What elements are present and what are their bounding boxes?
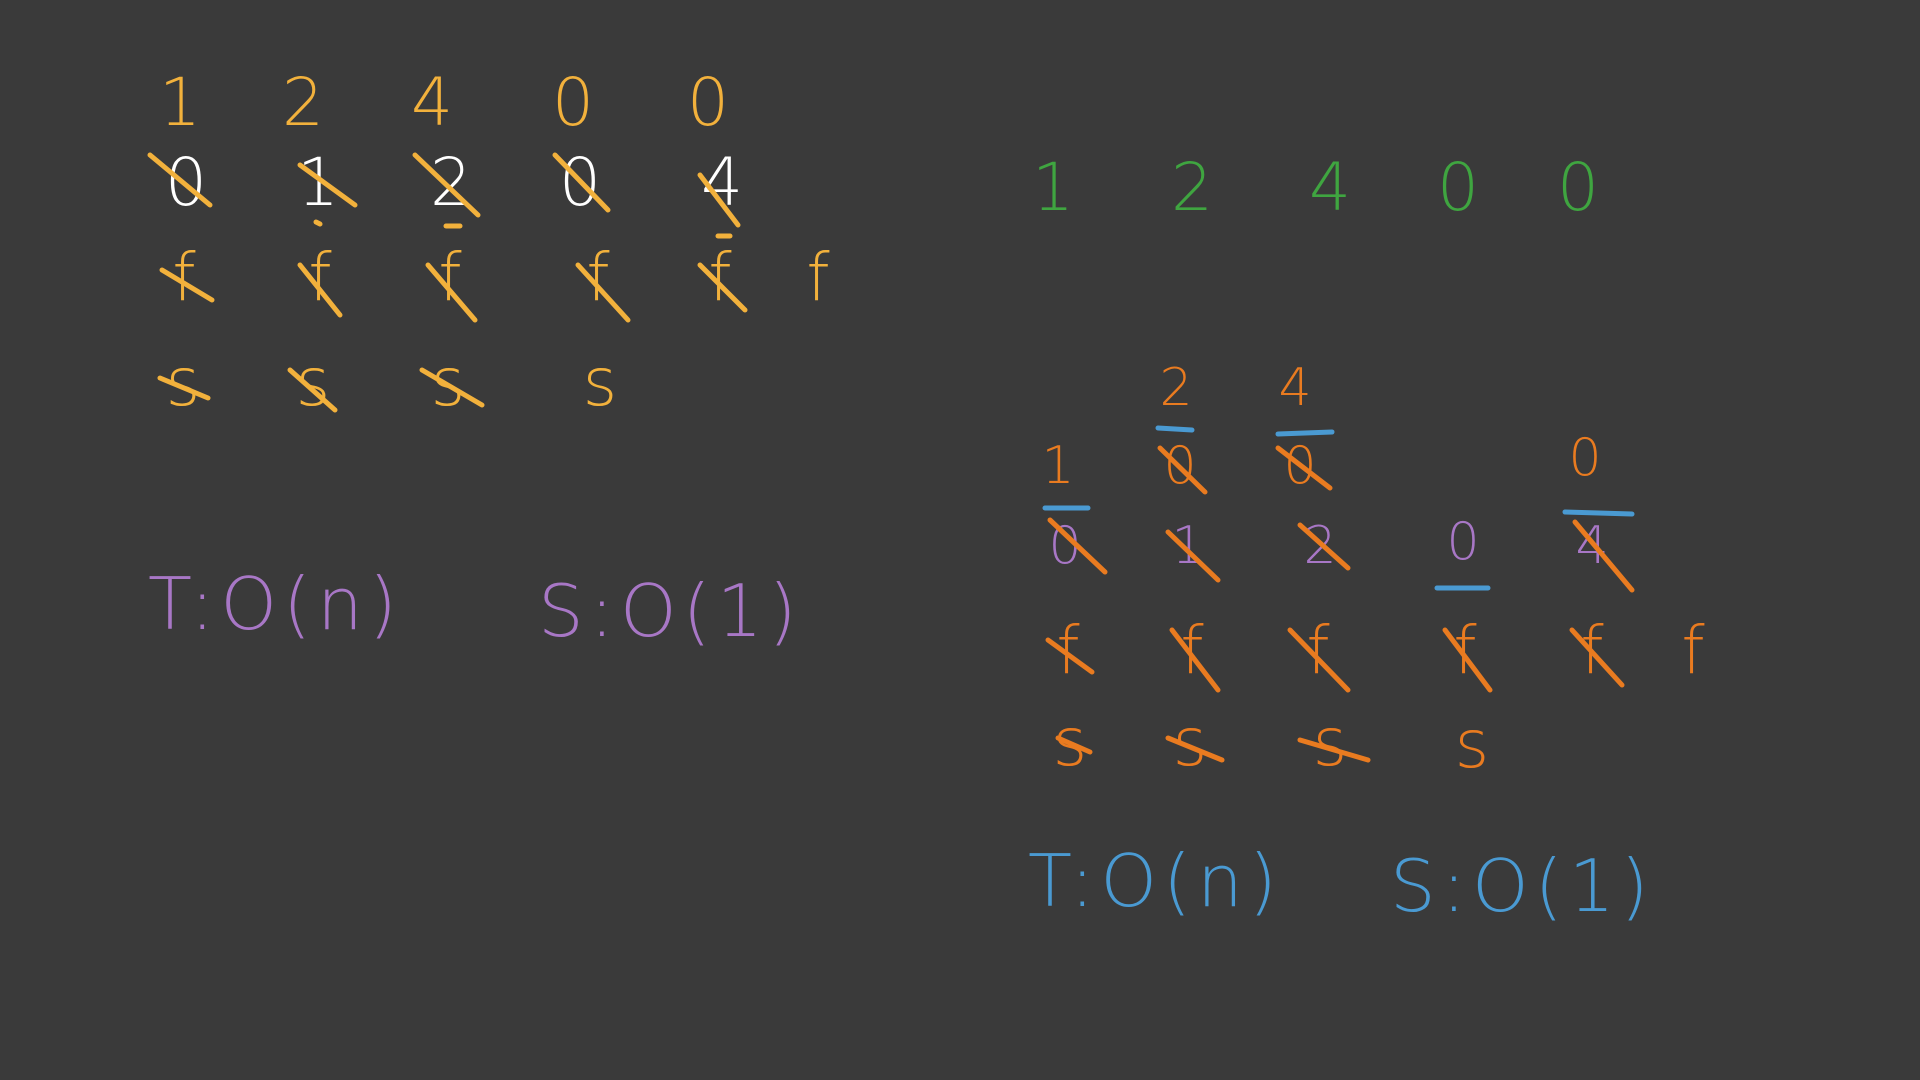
- left-row2-item: 0: [559, 144, 601, 221]
- right-row2-item: 4: [1575, 516, 1609, 576]
- left-row1-item: 2: [282, 64, 324, 141]
- right-overwrite-mid-item: 1: [1041, 436, 1075, 496]
- left-row3-item: f: [806, 239, 830, 316]
- left-row1-item: 0: [687, 64, 729, 141]
- right-overwrite-mid-item: 0: [1568, 428, 1602, 488]
- left-row1-item: 1: [159, 64, 201, 141]
- right-row2-item: 0: [1446, 512, 1480, 572]
- right-row3-item: f: [1056, 612, 1080, 689]
- left-row1-item: 0: [552, 64, 594, 141]
- left-row4-item: s: [165, 344, 201, 421]
- right-space-complexity: S:O(1): [1390, 844, 1655, 928]
- left-row3-item: f: [438, 239, 462, 316]
- left-row4-item: s: [430, 344, 466, 421]
- right-row3-item: f: [1180, 612, 1204, 689]
- right-overwrite-mid-item: 0: [1163, 436, 1197, 496]
- right-row2-item: 2: [1303, 516, 1337, 576]
- left-row3-item: f: [708, 239, 732, 316]
- right-row4-item: s: [1052, 704, 1088, 781]
- left-row2-item: 1: [297, 144, 339, 221]
- right-row2-item: 0: [1048, 516, 1082, 576]
- right-overwrite-top-item: 2: [1159, 358, 1193, 418]
- left-row3-item: f: [172, 239, 196, 316]
- right-overwrite-line: [1562, 509, 1635, 517]
- right-row3-item: f: [1453, 612, 1477, 689]
- right-row1-item: 1: [1032, 149, 1074, 226]
- right-row1-item: 2: [1171, 149, 1213, 226]
- right-overwrite-line: [1155, 425, 1195, 433]
- right-row4-item: s: [1454, 706, 1490, 783]
- left-row4-item: s: [295, 344, 331, 421]
- right-row4-item: s: [1312, 704, 1348, 781]
- left-row2-item: 4: [701, 144, 743, 221]
- right-row3-item: f: [1306, 612, 1330, 689]
- left-space-complexity: S:O(1): [538, 569, 803, 653]
- left-row1-item: 4: [411, 64, 453, 141]
- left-row3-item: f: [308, 239, 332, 316]
- right-row4-item: s: [1172, 704, 1208, 781]
- left-time-complexity: T:O(n): [148, 562, 403, 646]
- right-row1-item: 0: [1437, 149, 1479, 226]
- right-time-complexity: T:O(n): [1028, 839, 1283, 923]
- right-row1-item: 0: [1557, 149, 1599, 226]
- right-overwrite-top-item: 4: [1278, 358, 1312, 418]
- right-overwrite-line: [1275, 429, 1335, 437]
- left-row2-item: 2: [430, 144, 472, 221]
- right-row1-item: 4: [1309, 149, 1351, 226]
- right-row3-item: f: [1681, 612, 1705, 689]
- right-overwrite-mid-item: 0: [1283, 436, 1317, 496]
- left-row4-item: s: [582, 344, 618, 421]
- left-row2-item: 0: [165, 144, 207, 221]
- right-row3-item: f: [1580, 612, 1604, 689]
- right-row2-item: 1: [1171, 516, 1205, 576]
- left-row2-mark: [313, 219, 323, 227]
- left-row3-item: f: [586, 239, 610, 316]
